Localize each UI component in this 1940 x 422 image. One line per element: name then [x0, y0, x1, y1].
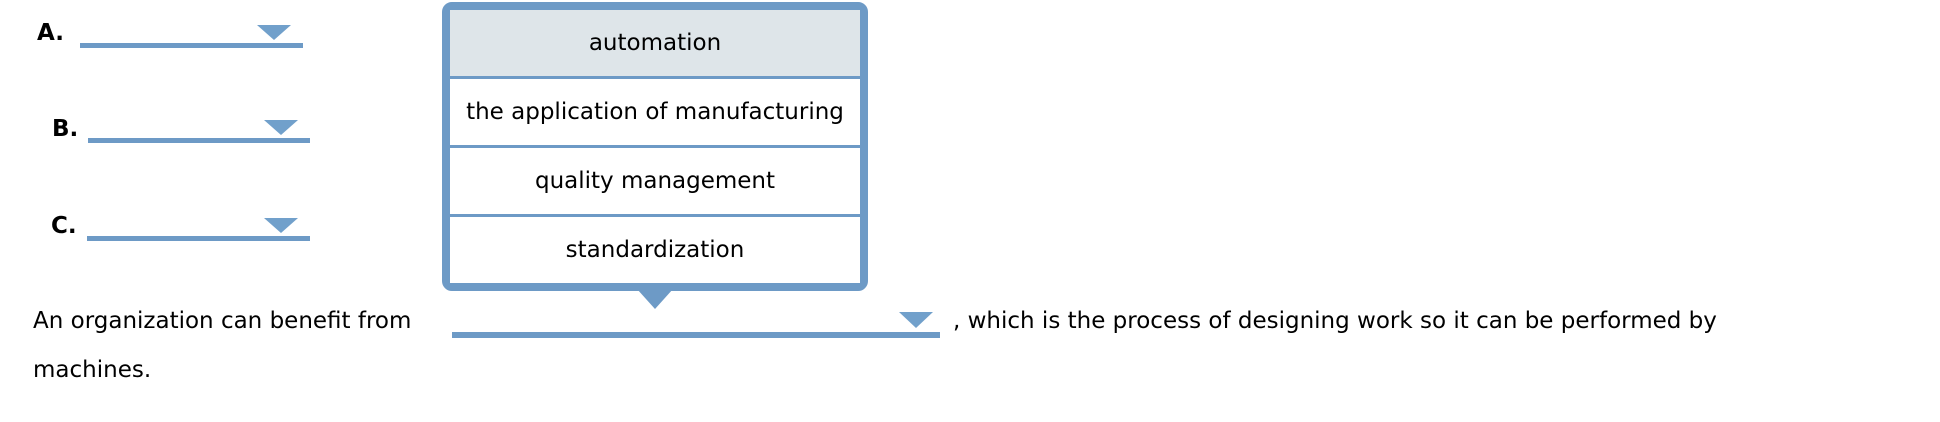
option-c-label: C.: [51, 213, 77, 239]
option-b-label: B.: [52, 116, 79, 142]
dropdown-menu: automation the application of manufactur…: [442, 2, 868, 291]
menu-item-application-of-manufacturing[interactable]: the application of manufacturing: [450, 76, 860, 145]
menu-pointer-icon: [637, 289, 673, 309]
sentence-text-after-blank: , which is the process of designing work…: [953, 308, 1717, 334]
sentence-text-continuation: machines.: [33, 357, 152, 383]
option-a-dropdown[interactable]: [80, 15, 303, 48]
chevron-down-icon: [899, 312, 933, 328]
menu-item-automation[interactable]: automation: [450, 10, 860, 76]
chevron-down-icon: [264, 120, 298, 135]
menu-item-quality-management[interactable]: quality management: [450, 145, 860, 214]
option-b-dropdown[interactable]: [88, 110, 310, 143]
menu-item-standardization[interactable]: standardization: [450, 214, 860, 283]
sentence-blank-dropdown[interactable]: [452, 305, 940, 338]
option-a-label: A.: [37, 20, 64, 46]
chevron-down-icon: [257, 25, 291, 40]
chevron-down-icon: [264, 218, 298, 233]
option-c-dropdown[interactable]: [87, 208, 310, 241]
sentence-text-before-blank: An organization can benefit from: [33, 308, 412, 334]
